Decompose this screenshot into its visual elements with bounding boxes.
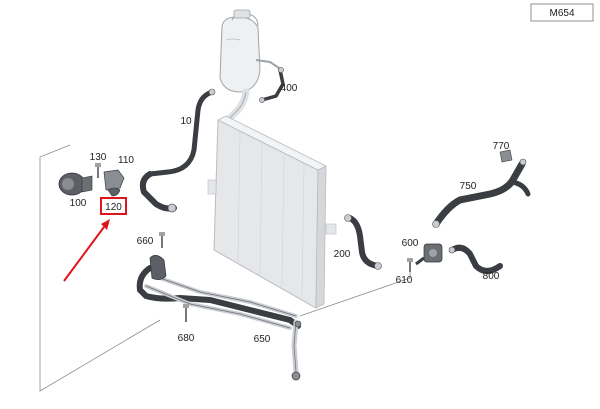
label-130: 130: [90, 152, 107, 163]
bracket-110: [103, 169, 125, 191]
bolt-680: [183, 304, 189, 322]
hose-10: [147, 89, 215, 177]
label-770: 770: [493, 141, 510, 152]
pipe-650: [136, 255, 302, 381]
hose-800: [449, 244, 503, 274]
group-bracket: [39, 144, 161, 392]
label-100: 100: [70, 198, 87, 209]
label-400: 400: [281, 83, 298, 94]
label-600: 600: [402, 238, 419, 249]
pointer-arrow: [63, 219, 110, 282]
bolt-130: [95, 163, 101, 178]
label-10: 10: [180, 116, 192, 127]
coolant-pump: [58, 172, 93, 196]
label-660: 660: [137, 236, 154, 247]
highlight-box-120: [100, 197, 127, 215]
label-800: 800: [483, 271, 500, 282]
radiator: [207, 115, 337, 309]
group-bracket-right: [299, 270, 411, 317]
valve-600: [415, 243, 443, 266]
label-680: 680: [178, 333, 195, 344]
label-610: 610: [396, 275, 413, 286]
label-120: 120: [105, 202, 122, 213]
bolt-610: [407, 258, 413, 272]
hose-750: [432, 160, 526, 228]
label-200: 200: [334, 249, 351, 260]
clip-770: [499, 149, 513, 163]
diagram-badge: M654: [530, 3, 594, 22]
bolt-660: [159, 232, 165, 248]
hose-200: [347, 215, 381, 269]
hose-400: [260, 68, 285, 102]
label-110: 110: [118, 155, 134, 166]
badge-text: M654: [549, 8, 574, 19]
label-750: 750: [460, 181, 477, 192]
label-650: 650: [254, 334, 271, 345]
expansion-tank: [219, 9, 283, 93]
clip-120: [107, 187, 121, 197]
